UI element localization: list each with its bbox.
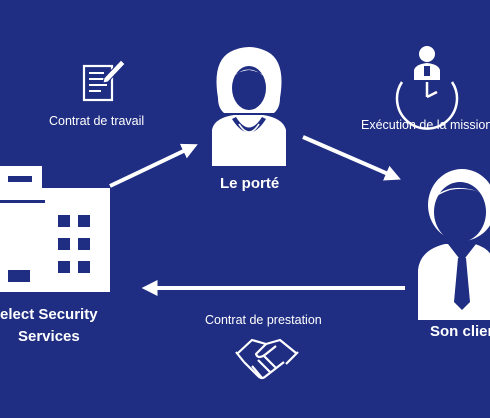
execution-mission-label: Exécution de la mission: [361, 118, 490, 132]
arrow-porte-to-client: [302, 135, 401, 181]
contrat-de-prestation-label: Contrat de prestation: [205, 313, 322, 327]
company-label-line2: Services: [18, 328, 80, 345]
businessman-icon: [418, 169, 490, 320]
office-building-icon: [0, 166, 110, 292]
contrat-de-travail-label: Contrat de travail: [49, 114, 145, 128]
company-label-line1: elect Security: [0, 306, 98, 323]
client-label: Son clien: [430, 323, 490, 340]
woman-person-icon: [212, 47, 286, 166]
arrow-company-to-porte: [109, 143, 198, 188]
person-clock-icon: [395, 46, 459, 130]
contract-document-icon: [82, 59, 126, 102]
handshake-icon: [235, 338, 299, 380]
porte-label: Le porté: [220, 175, 280, 192]
